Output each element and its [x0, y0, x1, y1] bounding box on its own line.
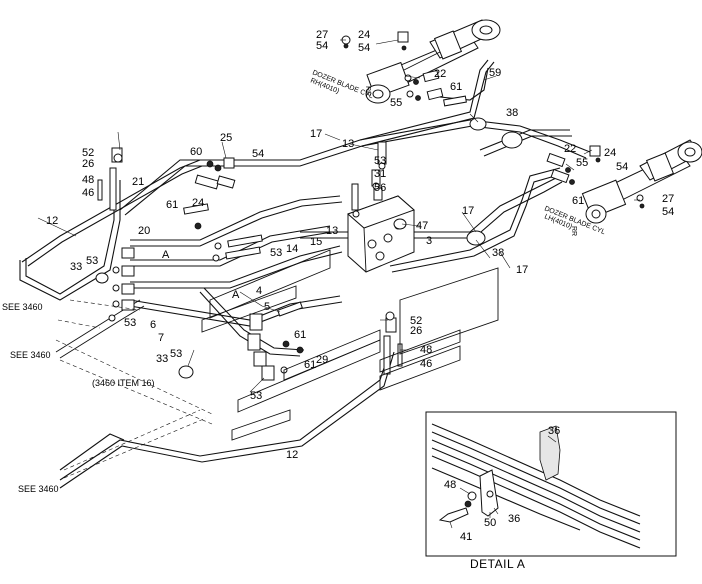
callout-38: 38: [492, 247, 504, 259]
detail-callout-48: 48: [444, 479, 456, 491]
callout-24: 24: [192, 197, 204, 209]
callout-12: 12: [46, 215, 58, 227]
callout-15: 15: [310, 236, 322, 248]
detail-a-title: DETAIL A: [470, 557, 525, 571]
callout-54: 54: [616, 161, 628, 173]
callout-13: 13: [342, 138, 354, 150]
callout-13: 13: [326, 225, 338, 237]
callout-56: 56: [374, 182, 386, 194]
callout-61: 61: [450, 81, 462, 93]
callout-52: 52: [410, 315, 422, 327]
callout-21: 21: [132, 176, 144, 188]
callout-33: 33: [156, 353, 168, 365]
callout-29: 29: [316, 354, 328, 366]
see-3460-note: SEE 3460: [10, 350, 51, 360]
part-47: [393, 218, 407, 230]
callout-A: A: [232, 289, 240, 301]
callout-27: 27: [662, 193, 674, 205]
callout-61: 61: [294, 329, 306, 341]
callout-5: 5: [264, 301, 270, 313]
callout-33: 33: [70, 261, 82, 273]
callout-53: 53: [250, 390, 262, 402]
callout-24: 24: [604, 147, 616, 159]
rh-dozer-blade-cylinder: [365, 19, 501, 104]
callout-A: A: [162, 249, 170, 261]
callout-20: 20: [138, 225, 150, 237]
detail-callout-36: 36: [508, 513, 520, 525]
callout-53: 53: [124, 317, 136, 329]
rr-label: RR: [570, 226, 577, 236]
callout-48: 48: [82, 174, 94, 186]
callout-26: 26: [410, 325, 422, 337]
see-3460-lines: [55, 299, 213, 479]
callout-54: 54: [252, 148, 264, 160]
callout-22: 22: [434, 68, 446, 80]
floor-panels: [201, 249, 499, 441]
callout-61: 61: [304, 359, 316, 371]
callout-22: 22: [564, 143, 576, 155]
detail-callout-41: 41: [460, 531, 472, 543]
callout-53: 53: [374, 155, 386, 167]
detail-callout-36: 36: [548, 425, 560, 437]
callout-24: 24: [358, 29, 370, 41]
callout-61: 61: [166, 199, 178, 211]
callout-46: 46: [420, 358, 432, 370]
rr-label: RR: [364, 86, 371, 96]
fittings: [95, 31, 645, 381]
leader-lines: [37, 39, 640, 393]
callout-7: 7: [158, 332, 164, 344]
callout-31: 31: [374, 168, 386, 180]
callout-55: 55: [390, 97, 402, 109]
callout-59: 59: [489, 67, 501, 79]
callout-25: 25: [220, 132, 232, 144]
callout-38: 38: [506, 107, 518, 119]
callout-6: 6: [150, 319, 156, 331]
callout-47: 47: [416, 220, 428, 232]
callout-labels: 27 54 24 54 59 22 55 61 38 17 13 53 31 5…: [46, 29, 674, 461]
callout-53: 53: [170, 348, 182, 360]
see-3460-note: SEE 3460: [18, 484, 59, 494]
lh-dozer-blade-cylinder: [581, 139, 702, 224]
callout-3: 3: [426, 235, 432, 247]
callout-17: 17: [310, 128, 322, 140]
control-valve-block: [347, 195, 415, 273]
callout-26: 26: [82, 158, 94, 170]
callout-54: 54: [662, 206, 674, 218]
see-3460-note: SEE 3460: [2, 302, 43, 312]
callout-17: 17: [516, 264, 528, 276]
callout-54: 54: [358, 42, 370, 54]
callout-46: 46: [82, 187, 94, 199]
callout-54: 54: [316, 40, 328, 52]
callout-61: 61: [572, 195, 584, 207]
callout-55: 55: [576, 157, 588, 169]
callout-14: 14: [286, 243, 298, 255]
callout-48: 48: [420, 344, 432, 356]
item-16-note: (3460 ITEM 16): [92, 378, 155, 388]
callout-4: 4: [256, 285, 262, 297]
detail-a-panel: 36 48 50 36 41 DETAIL A: [425, 411, 677, 571]
detail-callout-50: 50: [484, 517, 496, 529]
callout-27: 27: [316, 29, 328, 41]
callout-53: 53: [270, 247, 282, 259]
callout-12: 12: [286, 449, 298, 461]
callout-53: 53: [86, 255, 98, 267]
callout-17: 17: [462, 205, 474, 217]
callout-60: 60: [190, 146, 202, 158]
callout-52: 52: [82, 147, 94, 159]
